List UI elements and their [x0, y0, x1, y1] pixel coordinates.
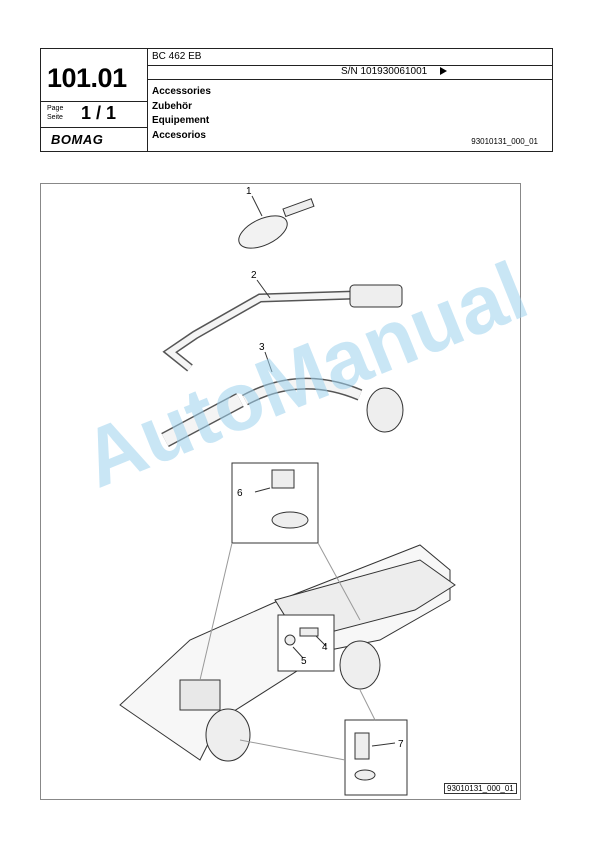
diagram-frame: [40, 183, 521, 800]
header-rule: [147, 79, 552, 80]
title-en: Accessories: [152, 86, 211, 97]
model-name: BC 462 EB: [152, 51, 202, 62]
header-rule: [41, 127, 147, 128]
callout-2: 2: [251, 270, 257, 281]
key-part-drawing: [238, 198, 315, 249]
header-rule: [147, 65, 552, 66]
drawing-number: 93010131_000_01: [471, 137, 538, 146]
section-titles: Accessories Zubehör Equipement Accesorio…: [152, 85, 211, 143]
title-de: Zubehör: [152, 100, 192, 112]
header-divider: [147, 49, 148, 151]
play-arrow-icon: [440, 67, 447, 75]
header-block: 101.01 Page Seite 1 / 1 BOMAG BC 462 EB …: [40, 48, 553, 152]
callout-3: 3: [259, 342, 265, 353]
inset-box: [344, 719, 408, 796]
callout-4: 4: [322, 642, 328, 653]
bomag-logo: BOMAG: [51, 132, 104, 147]
callout-1: 1: [246, 186, 252, 197]
callout-6: 6: [237, 488, 243, 499]
callout-7: 7: [398, 739, 404, 750]
callout-labels: 1 2 3 4 5 6 7: [237, 186, 404, 750]
hose-clamp-part-drawing: [161, 377, 404, 448]
serial-number: S/N 101930061001: [341, 66, 428, 77]
hose-part-drawing: [162, 284, 403, 372]
page-number: 1 / 1: [81, 103, 117, 123]
diagram-reference: 93010131_000_01: [444, 783, 517, 794]
page-label: Page Seite: [47, 105, 64, 121]
group-number: 101.01: [47, 63, 127, 93]
title-es: Accesorios: [152, 129, 206, 141]
title-fr: Equipement: [152, 115, 210, 126]
header-rule: [41, 101, 147, 102]
callout-5: 5: [301, 656, 307, 667]
